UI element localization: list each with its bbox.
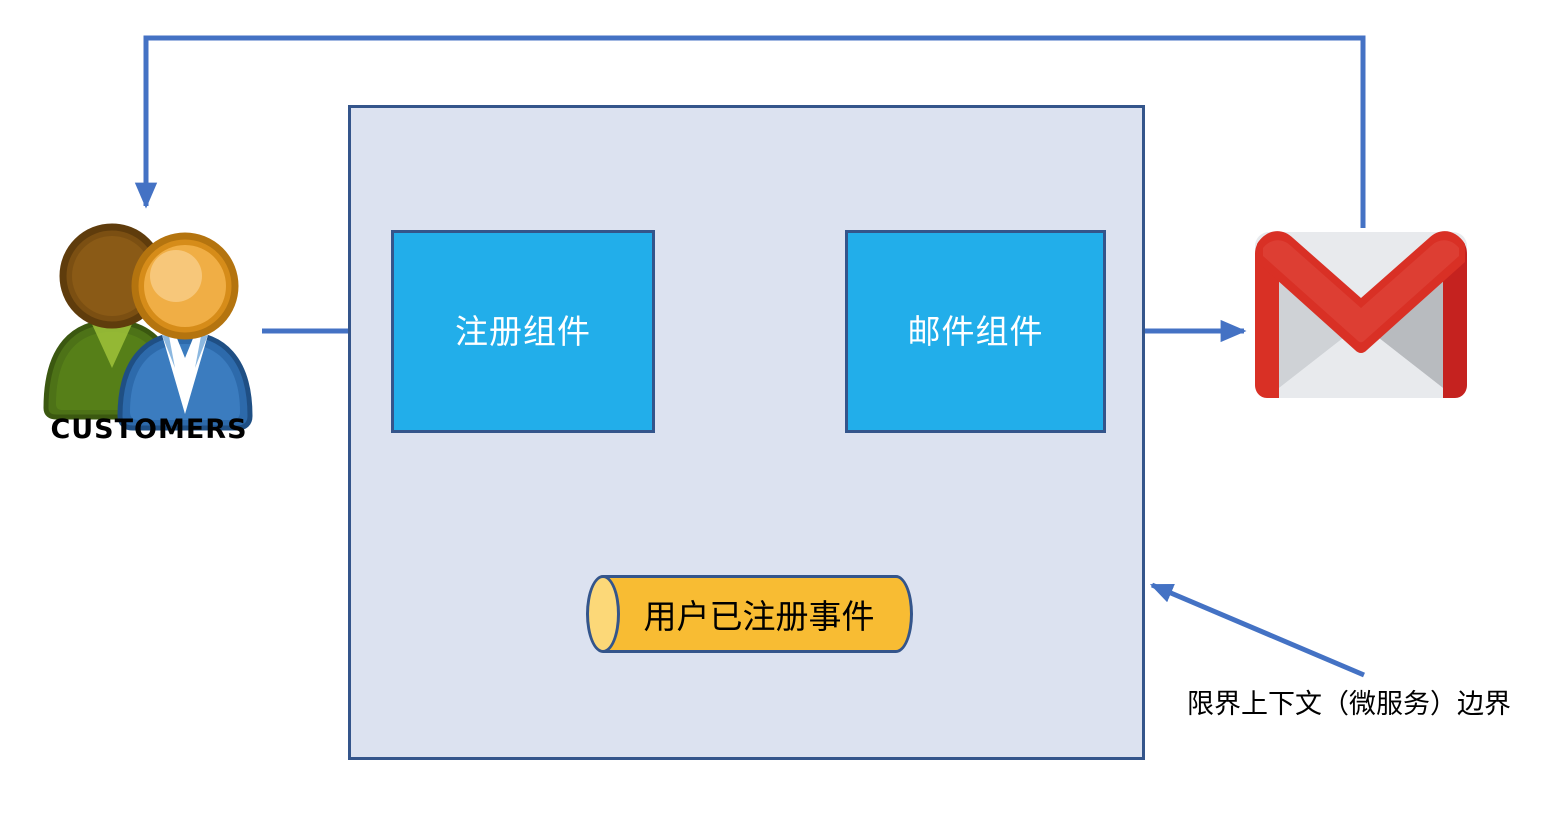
gmail-icon[interactable]: [1249, 228, 1473, 402]
component-box-mail[interactable]: 邮件组件: [845, 230, 1106, 433]
customers-caption: CUSTOMERS: [50, 414, 248, 445]
component-box-register[interactable]: 注册组件: [391, 230, 655, 433]
event-label: 用户已注册事件: [643, 597, 875, 636]
component-label-register: 注册组件: [455, 312, 591, 351]
customers-icon[interactable]: [36, 218, 264, 438]
customers-person-front: [117, 232, 253, 431]
component-label-mail: 邮件组件: [907, 312, 1044, 351]
bounded-context-caption: 限界上下文（微服务）边界: [1187, 689, 1511, 720]
cylinder-body: [603, 575, 896, 653]
connector-caption-leader: [1149, 582, 1365, 678]
cylinder-left-cap: [586, 575, 620, 653]
event-cylinder-user-registered[interactable]: 用户已注册事件: [586, 575, 913, 653]
